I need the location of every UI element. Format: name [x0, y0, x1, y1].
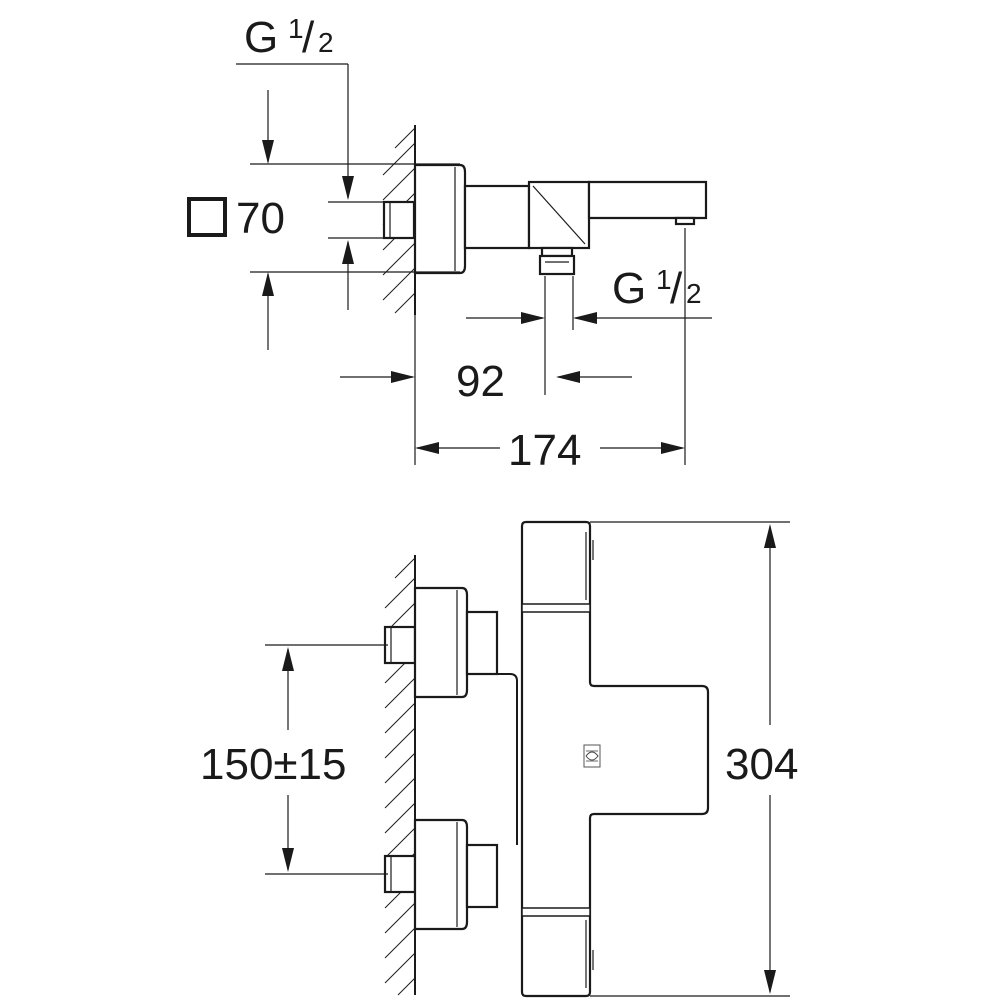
rosette-top [413, 163, 467, 275]
dim-304-label: 304 [725, 740, 798, 789]
spout-top [587, 180, 708, 220]
rosette-upper [413, 586, 469, 699]
handshower-nut-top [540, 246, 574, 258]
handshower-outlet-top [538, 254, 576, 276]
brand-logo-icon [583, 744, 601, 768]
eccentric-upper [465, 610, 499, 676]
square-symbol-icon [187, 197, 227, 237]
wall-hatching-front [384, 557, 416, 996]
inlet-connector-top [382, 200, 416, 240]
dim-174-label: 174 [508, 426, 581, 475]
thermostat-body [520, 520, 710, 998]
handshower-thread-sup: 1 [656, 264, 672, 295]
handshower-thread-slash: / [670, 264, 683, 313]
dim-rosette-70 [250, 90, 460, 350]
inlet-thread-slash: / [302, 13, 315, 62]
eccentric-lower [465, 843, 499, 909]
inlet-connector-lower [383, 854, 417, 894]
top-view: 70 G 1 / 2 G 1 / 2 [187, 13, 712, 475]
mixer-body-top [463, 184, 531, 250]
inlet-connector-upper [383, 625, 417, 665]
inlet-thread-letter: G [244, 13, 278, 62]
dim-92 [340, 315, 632, 465]
dim-304 [590, 521, 790, 997]
dim-174 [415, 228, 686, 465]
handshower-thread-sub: 2 [686, 278, 702, 309]
dim-150 [265, 644, 388, 875]
connecting-pipe [467, 673, 518, 845]
dim-handshower-thread [466, 276, 712, 395]
dim-150-label: 150±15 [200, 740, 347, 789]
rosette-size-label: 70 [236, 194, 285, 243]
handshower-thread-letter: G [612, 264, 646, 313]
aerator-top [674, 216, 696, 226]
front-view: 150±15 304 [200, 520, 798, 998]
dim-inlet-thread [236, 63, 390, 310]
dim-92-label: 92 [456, 357, 505, 406]
inlet-thread-sup: 1 [288, 13, 304, 44]
inlet-thread-sub: 2 [318, 27, 334, 58]
rosette-lower [413, 818, 469, 931]
